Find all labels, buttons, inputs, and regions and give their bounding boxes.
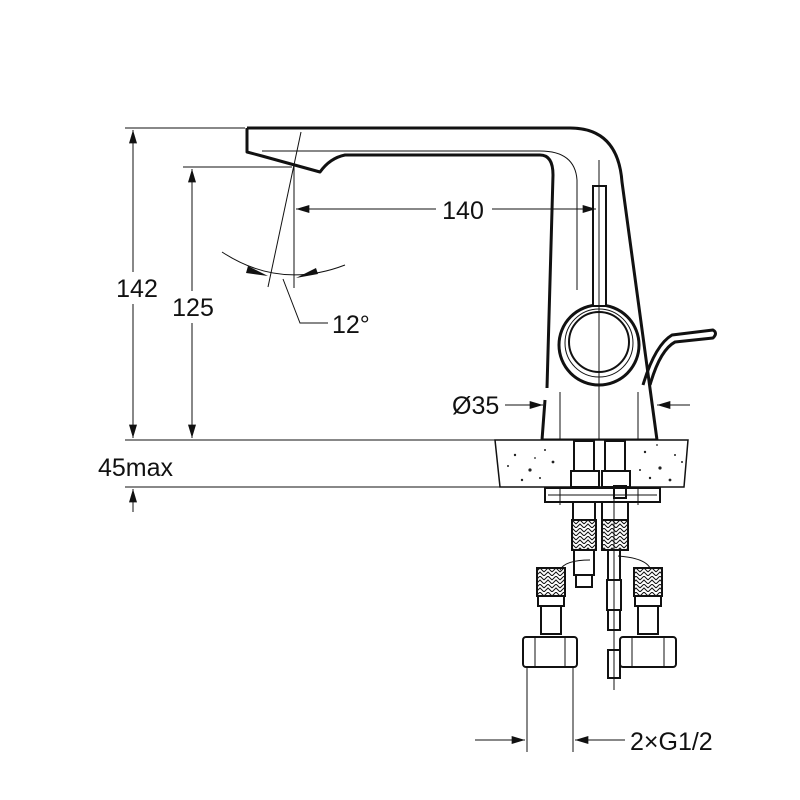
label-45max: 45max bbox=[98, 454, 174, 482]
label-140: 140 bbox=[442, 197, 484, 225]
countertop-section bbox=[494, 439, 689, 488]
dimension-connections: 2×G1/2 bbox=[475, 667, 713, 756]
dimension-counter-thickness: 45max bbox=[98, 454, 174, 512]
label-12deg: 12° bbox=[332, 311, 370, 339]
supply-hoses bbox=[522, 495, 677, 690]
lever-handle bbox=[557, 185, 717, 387]
label-2xg12: 2×G1/2 bbox=[630, 728, 713, 756]
dimension-total-height: 142 bbox=[112, 129, 162, 438]
dimension-spout-angle: 12° bbox=[221, 131, 370, 339]
extension-lines bbox=[125, 127, 500, 488]
dimension-spout-reach: 140 bbox=[296, 194, 597, 226]
label-diameter-35: Ø35 bbox=[452, 392, 499, 420]
label-125: 125 bbox=[172, 294, 214, 322]
dimension-spout-height: 125 bbox=[168, 168, 218, 438]
label-142: 142 bbox=[116, 275, 158, 303]
